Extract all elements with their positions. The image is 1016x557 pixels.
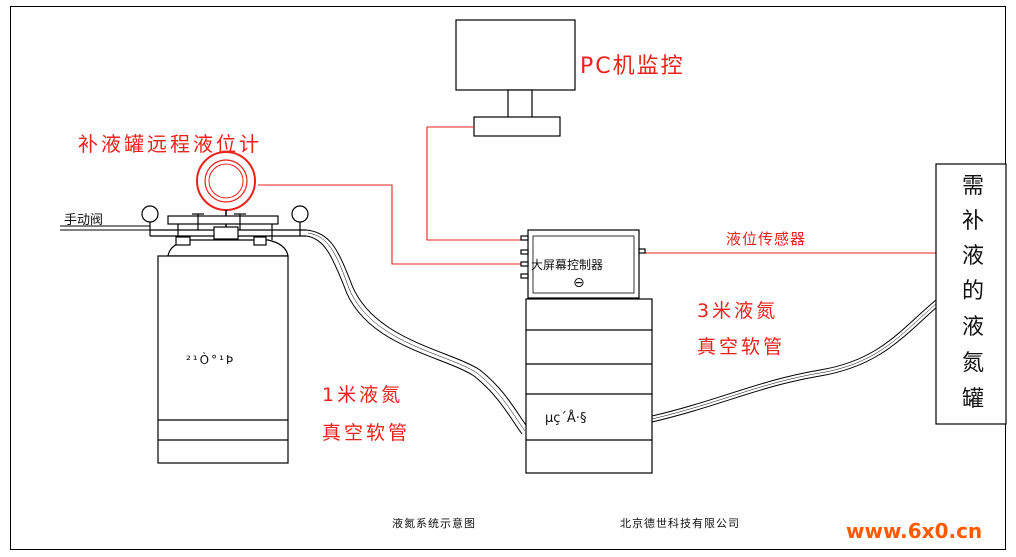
controller-symbol: ⊖ [573, 275, 585, 291]
target-tank-char: 液 [961, 244, 984, 269]
controller-label: 大屏幕控制器 [531, 258, 604, 272]
controller-box [520, 229, 646, 299]
level-sensor-label: 液位传感器 [726, 230, 807, 248]
hose-1m [305, 229, 529, 435]
cabinet-stack [525, 298, 653, 474]
pc-to-controller-wire [426, 126, 528, 241]
hose-3m [651, 299, 939, 423]
caption-left: 液氮系统示意图 [392, 517, 476, 530]
target-tank-char: 需 [961, 174, 984, 199]
tank-text: ²¹Ò°¹Þ [186, 353, 236, 367]
supply-tank [60, 205, 309, 464]
hose-3m-label-line2: 真空软管 [697, 336, 786, 358]
target-tank-char: 的 [961, 279, 984, 304]
watermark: www.6x0.cn [846, 519, 983, 543]
manual-valve-label: 手动阀 [64, 213, 104, 228]
hose-3m-label-line1: 3米液氮 [697, 300, 779, 322]
gauge-to-controller-wire [258, 184, 528, 265]
target-tank-char: 补 [961, 209, 984, 234]
target-tank-char: 液 [961, 315, 984, 340]
hose-1m-label-line1: 1米液氮 [322, 384, 404, 406]
caption-right: 北京德世科技有限公司 [620, 517, 740, 530]
level-gauge-icon [196, 151, 256, 211]
target-tank [935, 163, 1007, 425]
target-tank-char: 氮 [961, 351, 984, 376]
cabinet-text: µç´Å·§ [545, 411, 587, 426]
pc-monitor [455, 19, 576, 137]
target-tank-char: 罐 [961, 387, 984, 412]
hose-1m-label-line2: 真空软管 [322, 422, 411, 444]
signal-wires [258, 126, 936, 265]
remote-level-gauge-label: 补液罐远程液位计 [78, 132, 262, 156]
pc-monitor-label: PC机监控 [580, 54, 685, 79]
